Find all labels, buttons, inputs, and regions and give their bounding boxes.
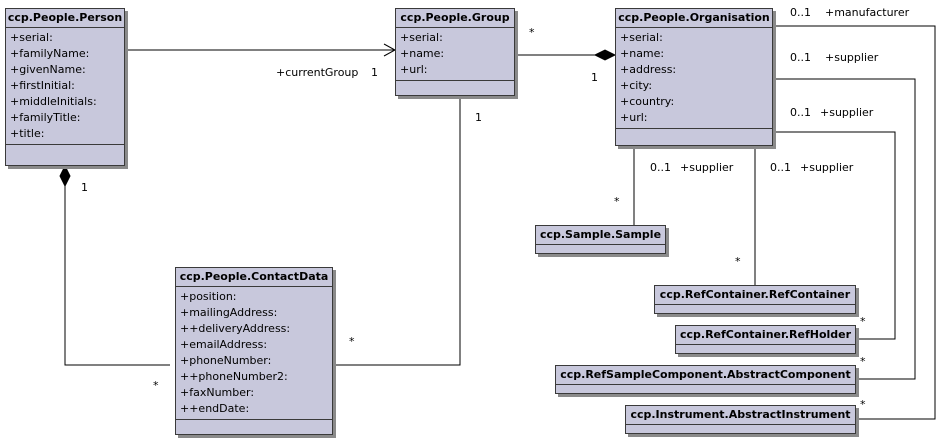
assoc-org-instrument [773,25,936,420]
class-organisation[interactable]: ccp.People.Organisation +serial: +name: … [615,8,773,146]
role-label: +currentGroup [276,66,359,79]
attribute: +emailAddress: [180,338,268,351]
multiplicity-label: * [614,195,620,208]
multiplicity-label: 1 [475,111,482,124]
attribute: ++phoneNumber2: [180,370,288,383]
attribute: +faxNumber: [180,386,255,399]
class-title: ccp.RefContainer.RefContainer [655,286,855,305]
role-label: +supplier [680,161,734,174]
class-title: ccp.RefSampleComponent.AbstractComponent [556,366,855,385]
class-abstractcomponent[interactable]: ccp.RefSampleComponent.AbstractComponent [555,365,856,394]
attribute: +serial: [400,31,443,44]
attribute: +serial: [10,31,53,44]
class-contactdata[interactable]: ccp.People.ContactData +position: +maili… [175,267,333,435]
attribute: +familyTitle: [10,111,81,124]
attribute-list: +position: +mailingAddress: ++deliveryAd… [176,287,332,419]
operations-compartment [6,144,124,145]
attribute: +middleInitials: [10,95,97,108]
attribute: +phoneNumber: [180,354,272,367]
class-title: ccp.RefContainer.RefHolder [676,326,855,345]
operations-compartment [396,80,514,81]
attribute: +firstInitial: [10,79,75,92]
attribute-list: +serial: +name: +address: +city: +countr… [616,28,772,128]
class-title: ccp.People.ContactData [176,268,332,287]
attribute: +country: [620,95,675,108]
attribute: +serial: [620,31,663,44]
multiplicity-label: * [735,255,741,268]
multiplicity-label: * [860,315,866,328]
attribute: +address: [620,63,677,76]
operations-compartment [616,128,772,129]
class-group[interactable]: ccp.People.Group +serial: +name: +url: [395,8,515,96]
class-title: ccp.Instrument.AbstractInstrument [626,406,855,425]
multiplicity-label: * [349,335,355,348]
attribute: ++endDate: [180,402,250,415]
attribute: ++deliveryAddress: [180,322,291,335]
attribute: +mailingAddress: [180,306,278,319]
class-abstractinstrument[interactable]: ccp.Instrument.AbstractInstrument [625,405,856,434]
attribute: +url: [400,63,428,76]
multiplicity-label: 1 [371,66,378,79]
operations-compartment [176,419,332,420]
multiplicity-label: * [860,398,866,411]
multiplicity-label: 1 [591,71,598,84]
multiplicity-label: 0..1 [790,6,811,19]
attribute: +name: [620,47,665,60]
class-title: ccp.People.Group [396,9,514,28]
attribute: +url: [620,111,648,124]
class-refcontainer[interactable]: ccp.RefContainer.RefContainer [654,285,856,314]
class-sample[interactable]: ccp.Sample.Sample [535,225,666,254]
multiplicity-label: * [860,355,866,368]
class-refholder[interactable]: ccp.RefContainer.RefHolder [675,325,856,354]
multiplicity-label: 0..1 [770,161,791,174]
multiplicity-label: 0..1 [650,161,671,174]
composition-diamond-icon [59,164,71,188]
role-label: +manufacturer [825,6,910,19]
attribute-list: +serial: +name: +url: [396,28,514,80]
multiplicity-label: * [153,379,159,392]
attribute: +city: [620,79,653,92]
assoc-org-refholder [773,131,896,340]
attribute-list: +serial: +familyName: +givenName: +first… [6,28,124,144]
assoc-person-contactdata [64,186,170,366]
class-title: ccp.Sample.Sample [536,226,665,245]
class-title: ccp.People.Person [6,9,124,28]
class-title: ccp.People.Organisation [616,9,772,28]
attribute: +name: [400,47,445,60]
attribute: +familyName: [10,47,90,60]
multiplicity-label: 1 [81,181,88,194]
role-label: +supplier [825,51,879,64]
role-label: +supplier [820,106,874,119]
assoc-group-contactdata [333,96,461,366]
attribute: +position: [180,290,237,303]
class-person[interactable]: ccp.People.Person +serial: +familyName: … [5,8,125,166]
attribute: +title: [10,127,45,140]
composition-diamond-icon [593,49,617,61]
assoc-org-component [773,78,916,380]
multiplicity-label: * [529,26,535,39]
attribute: +givenName: [10,63,86,76]
multiplicity-label: 0..1 [790,106,811,119]
multiplicity-label: 0..1 [790,51,811,64]
role-label: +supplier [800,161,854,174]
